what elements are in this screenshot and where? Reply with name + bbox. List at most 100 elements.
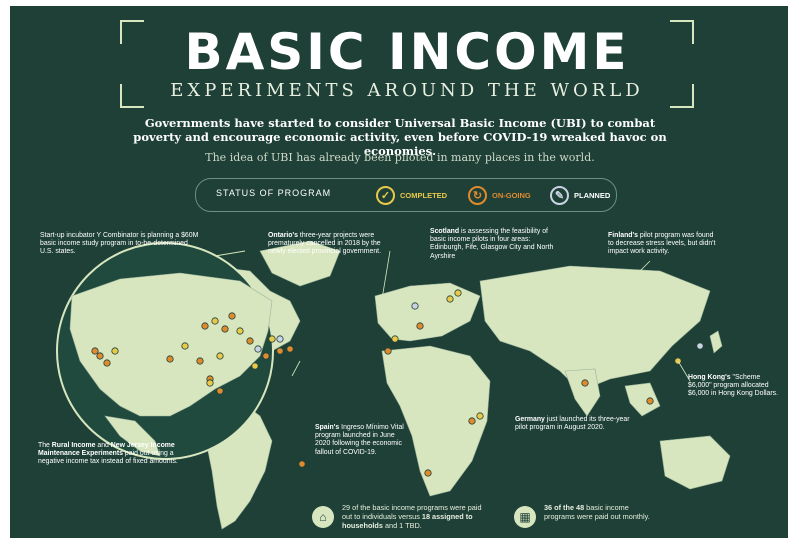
marker-completed: [476, 412, 484, 420]
annotation-rural-pre: The: [38, 442, 52, 449]
marker-completed: [236, 327, 244, 335]
intro-text: Governments have started to consider Uni…: [133, 116, 667, 158]
marker-ongoing: [262, 352, 270, 360]
marker-ongoing: [276, 347, 284, 355]
corner-bracket: [670, 20, 694, 44]
africa-landmass: [381, 345, 491, 497]
marker-ongoing: [228, 312, 236, 320]
stat-monthly-text: basic income programs were paid out mont…: [544, 503, 650, 521]
annotation-scotland-text: is assessing the feasibility of basic in…: [430, 228, 554, 260]
page-subtitle: EXPERIMENTS AROUND THE WORLD: [170, 80, 644, 101]
asia-landmass: [479, 265, 711, 392]
marker-ongoing: [298, 460, 306, 468]
mexico-landmass: [104, 415, 161, 457]
marker-ongoing: [166, 355, 174, 363]
annotation-ontario-title: Ontario's: [268, 232, 298, 239]
legend-ongoing-label: ON-GOING: [492, 190, 531, 200]
annotation-scotland: Scotland is assessing the feasibility of…: [430, 228, 558, 261]
marker-ongoing: [581, 379, 589, 387]
marker-ongoing: [103, 359, 111, 367]
legend-planned: ✎ PLANNED: [550, 183, 610, 207]
annotation-ontario: Ontario's three-year projects were prema…: [268, 232, 383, 257]
leader-line-hongkong: [677, 360, 691, 382]
marker-planned: [411, 302, 419, 310]
pencil-icon: ✎: [550, 185, 569, 205]
annotation-hongkong: Hong Kong's "Scheme $6,000" program allo…: [688, 374, 780, 399]
annotation-spain-title: Spain's: [315, 424, 340, 431]
stat-monthly: 36 of the 48 basic income programs were …: [544, 503, 654, 521]
corner-bracket: [670, 84, 694, 108]
marker-ongoing: [96, 352, 104, 360]
marker-ongoing: [196, 357, 204, 365]
intro-subtext: The idea of UBI has already been piloted…: [205, 151, 595, 164]
southeast-asia-landmass: [624, 382, 661, 417]
annotation-rural-income: The Rural Income and New Jersey Income M…: [38, 442, 183, 467]
marker-planned: [254, 345, 262, 353]
legend-planned-label: PLANNED: [574, 190, 611, 200]
marker-completed: [181, 342, 189, 350]
annotation-hongkong-text: "Scheme $6,000" program allocated $6,000…: [688, 374, 779, 398]
title-block: BASIC INCOME EXPERIMENTS AROUND THE WORL…: [120, 20, 694, 108]
annotation-germany: Germany just launched its three-year pil…: [515, 416, 637, 432]
annotation-newjersey-title: New Jersey Income Maintenance Experiment…: [38, 442, 175, 458]
greenland-landmass: [259, 240, 341, 287]
lens-connector: [214, 250, 246, 257]
marker-completed: [391, 335, 399, 343]
marker-completed: [446, 295, 454, 303]
marker-completed: [454, 289, 462, 297]
marker-ongoing: [468, 417, 476, 425]
marker-ongoing: [646, 397, 654, 405]
legend-completed: ✓ COMPLETED: [376, 183, 447, 207]
stat-recipients-pre: 29 of the basic income programs were pai…: [342, 503, 482, 521]
annotation-rural-title: Rural Income: [51, 442, 96, 449]
europe-landmass: [374, 282, 481, 342]
india-landmass: [564, 368, 601, 417]
annotation-finland-text: pilot program was found to decrease stre…: [608, 232, 716, 256]
annotation-ycombinator: Start-up incubator Y Combinator is plann…: [40, 232, 199, 256]
annotation-spain-text: Ingreso Mínimo Vital program launched in…: [315, 424, 404, 456]
annotation-spain: Spain's Ingreso Mínimo Vital program lau…: [315, 424, 407, 457]
refresh-icon: ↻: [468, 185, 487, 205]
marker-completed: [111, 347, 119, 355]
calendar-icon: ▦: [514, 506, 536, 528]
check-icon: ✓: [376, 185, 395, 205]
annotation-finland-title: Finland's: [608, 232, 638, 239]
leader-line-finland: [619, 260, 651, 292]
marker-ongoing: [416, 322, 424, 330]
marker-planned: [276, 335, 284, 343]
marker-completed: [268, 335, 276, 343]
marker-completed: [211, 317, 219, 325]
household-icon: ⌂: [312, 506, 334, 528]
marker-ongoing: [91, 347, 99, 355]
annotation-rural-text: paid out using a negative income tax ins…: [38, 450, 178, 466]
marker-planned: [696, 342, 704, 350]
annotation-finland: Finland's pilot program was found to dec…: [608, 232, 718, 257]
marker-ongoing: [201, 322, 209, 330]
marker-ongoing: [384, 347, 392, 355]
australia-landmass: [659, 435, 731, 490]
infographic: BASIC INCOME EXPERIMENTS AROUND THE WORL…: [10, 6, 788, 538]
marker-completed: [216, 352, 224, 360]
stat-recipients: 29 of the basic income programs were pai…: [342, 503, 487, 530]
annotation-scotland-title: Scotland: [430, 228, 460, 235]
world-map: [56, 240, 731, 530]
marker-ongoing: [221, 325, 229, 333]
status-legend: STATUS OF PROGRAM ✓ COMPLETED ↻ ON-GOING…: [195, 178, 617, 212]
annotation-germany-text: just launched its three-year pilot progr…: [515, 416, 630, 432]
marker-completed: [206, 379, 214, 387]
corner-bracket: [120, 20, 144, 44]
leader-line-spain: [291, 360, 301, 377]
japan-landmass: [709, 330, 723, 354]
marker-ongoing: [286, 345, 294, 353]
status-legend-label: STATUS OF PROGRAM: [216, 188, 332, 198]
marker-completed: [251, 362, 259, 370]
corner-bracket: [120, 84, 144, 108]
marker-ongoing: [424, 469, 432, 477]
annotation-hongkong-title: Hong Kong's: [688, 374, 731, 381]
usa-zoom-landmass: [69, 272, 273, 417]
marker-ongoing: [246, 337, 254, 345]
leader-line-scotland: [381, 250, 391, 300]
stat-recipients-bold: 18 assigned to households: [342, 512, 473, 530]
legend-completed-label: COMPLETED: [400, 190, 448, 200]
legend-ongoing: ↻ ON-GOING: [468, 183, 531, 207]
